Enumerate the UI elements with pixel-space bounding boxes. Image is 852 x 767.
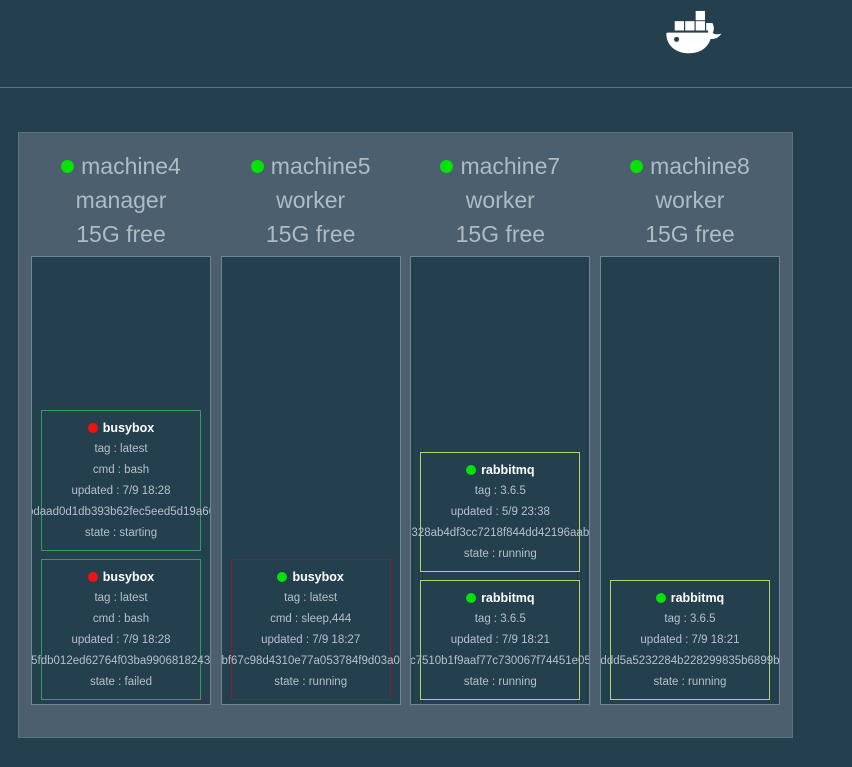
node-header: machine8 worker 15G free [600, 133, 780, 256]
container-title: busybox [102, 570, 155, 584]
container-title-row: busybox [42, 567, 200, 588]
container-tag-line: tag : latest [94, 592, 148, 604]
node-free-space: 15G free [265, 221, 356, 247]
container-card: busybox tag : latest cmd : bash updated … [31, 559, 211, 700]
container-title-row: busybox [42, 418, 200, 439]
container-status-dot [87, 423, 98, 433]
container-title-row: rabbitmq [421, 460, 579, 481]
docker-whale-icon [666, 10, 722, 54]
container-updated-line: updated : 7/9 18:28 [71, 485, 171, 497]
node-status-dot [250, 160, 264, 173]
node-name-row: machine4 [31, 149, 211, 183]
node-containers-box: rabbitmq tag : 3.6.5 updated : 5/9 23:38… [410, 256, 591, 705]
container-card: rabbitmq tag : 3.6.5 updated : 7/9 18:21… [410, 580, 591, 700]
node-status-dot [630, 160, 644, 173]
container-updated-line: updated : 7/9 18:28 [71, 634, 171, 646]
node-header: machine4 manager 15G free [31, 133, 211, 256]
container-title: busybox [292, 570, 344, 584]
node-column-machine8: machine8 worker 15G free rabbitmq tag : … [599, 133, 780, 737]
node-name: machine8 [650, 153, 750, 179]
container-card: busybox tag : latest cmd : sleep,444 upd… [220, 559, 401, 700]
node-containers-box: rabbitmq tag : 3.6.5 updated : 7/9 18:21… [599, 256, 780, 705]
container-state: state : failed [89, 676, 152, 688]
node-header: machine5 worker 15G free [221, 133, 401, 256]
node-containers-box: busybox tag : latest cmd : bash updated … [31, 256, 211, 705]
container-hash: 9328ab4df3cc7218f844dd42196aab7 [410, 527, 591, 539]
container-state: state : starting [84, 527, 158, 539]
node-status-dot [440, 160, 454, 173]
node-column-machine5: machine5 worker 15G free busybox tag : l… [220, 133, 401, 737]
container-state: state : running [463, 676, 537, 688]
container-title: busybox [102, 421, 155, 435]
container-tag-line: tag : latest [284, 592, 338, 604]
node-header: machine7 worker 15G free [410, 133, 590, 256]
node-name-row: machine8 [600, 149, 780, 183]
cluster-panel: machine4 manager 15G free busybox tag : … [18, 132, 793, 738]
node-name-row: machine7 [410, 149, 590, 183]
container-status-dot [466, 465, 477, 475]
node-role: worker [465, 187, 535, 213]
container-updated-line: updated : 7/9 18:21 [640, 634, 740, 646]
container-title-row: busybox [232, 567, 390, 588]
container-title-row: rabbitmq [421, 588, 579, 609]
container-card: rabbitmq tag : 3.6.5 updated : 7/9 18:21… [599, 580, 780, 700]
container-status-dot [466, 593, 477, 603]
node-free-space: 15G free [455, 221, 546, 247]
container-cmd-line: cmd : sleep,444 [270, 613, 352, 625]
container-hash: 3c7510b1f9aaf77c730067f74451e051 [410, 655, 591, 667]
container-cmd-line: cmd : bash [92, 613, 150, 625]
container-state: state : running [274, 676, 348, 688]
container-state: state : running [463, 548, 537, 560]
node-name: machine5 [270, 153, 371, 179]
node-containers-box: busybox tag : latest cmd : sleep,444 upd… [220, 256, 401, 705]
container-title: rabbitmq [481, 591, 535, 605]
node-role: manager [75, 187, 167, 213]
container-title: rabbitmq [481, 463, 535, 477]
node-free-space: 15G free [76, 221, 166, 247]
node-role: worker [276, 187, 346, 213]
container-status-dot [87, 572, 98, 582]
container-title: rabbitmq [670, 591, 725, 605]
node-role: worker [655, 187, 725, 213]
container-hash: bdaad0d1db393b62fec5eed5d19a66 [31, 506, 211, 518]
container-updated-line: updated : 5/9 23:38 [450, 506, 550, 518]
container-tag-line: tag : 3.6.5 [664, 613, 716, 625]
container-card: rabbitmq tag : 3.6.5 updated : 5/9 23:38… [410, 452, 591, 572]
node-column-machine7: machine7 worker 15G free rabbitmq tag : … [410, 133, 591, 737]
node-status-dot [61, 160, 75, 173]
container-hash: 2bf67c98d4310e77a053784f9d03a04 [220, 655, 401, 667]
node-name: machine4 [81, 153, 181, 179]
node-column-machine4: machine4 manager 15G free busybox tag : … [31, 133, 211, 737]
node-name-row: machine5 [221, 149, 401, 183]
app-header [0, 0, 852, 88]
container-tag-line: tag : 3.6.5 [474, 485, 526, 497]
container-card: busybox tag : latest cmd : bash updated … [31, 410, 211, 551]
container-status-dot [277, 572, 288, 582]
container-title-row: rabbitmq [611, 588, 769, 609]
container-state: state : running [653, 676, 727, 688]
node-free-space: 15G free [645, 221, 735, 247]
container-updated-line: updated : 7/9 18:27 [261, 634, 361, 646]
container-hash: 2ddd5a5232284b228299835b6899ba [599, 655, 780, 667]
container-cmd-line: cmd : bash [92, 464, 150, 476]
container-hash: c5fdb012ed62764f03ba99068182430 [31, 655, 211, 667]
container-status-dot [655, 593, 666, 603]
container-updated-line: updated : 7/9 18:21 [450, 634, 550, 646]
container-tag-line: tag : 3.6.5 [474, 613, 526, 625]
container-tag-line: tag : latest [94, 443, 148, 455]
node-name: machine7 [460, 153, 561, 179]
